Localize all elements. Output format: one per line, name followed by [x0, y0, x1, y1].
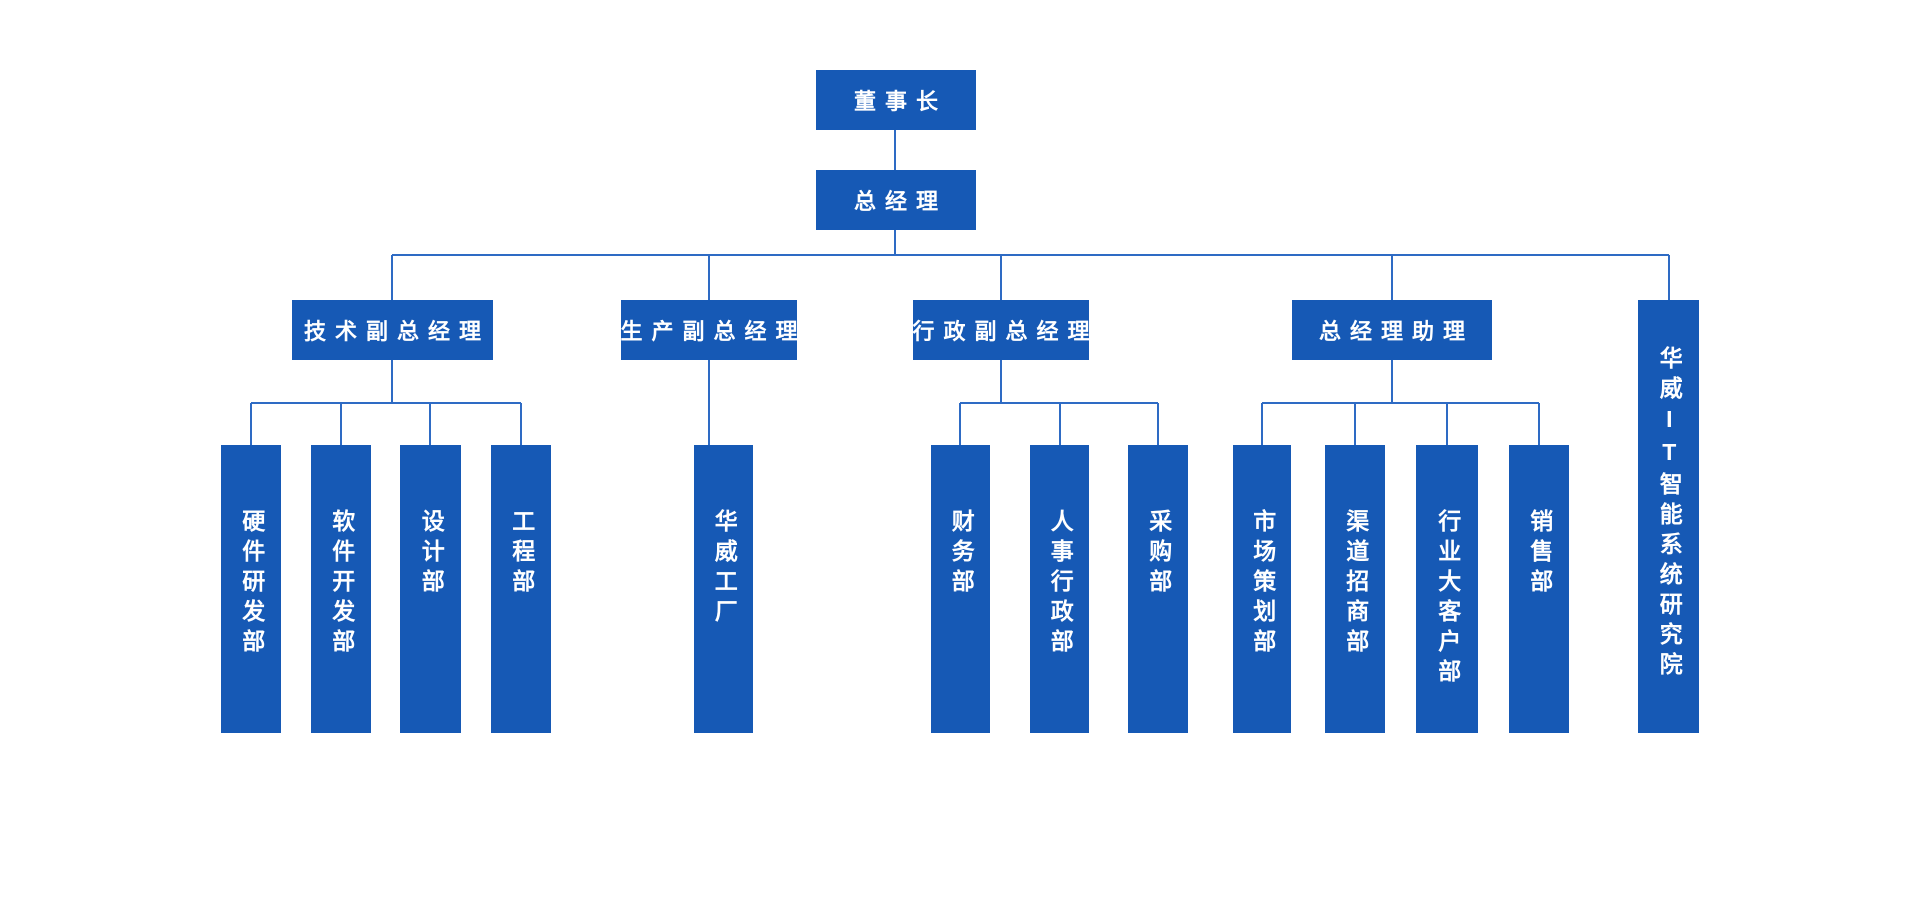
connector-line	[1538, 403, 1540, 445]
org-node-label: 软件开发部	[328, 509, 355, 659]
org-node-finance[interactable]: 财务部	[931, 445, 990, 733]
org-node-chairman[interactable]: 董事长	[816, 70, 976, 130]
org-node-label: 华威工厂	[711, 509, 738, 629]
connector-line	[960, 402, 1158, 404]
org-node-label: 市场策划部	[1249, 509, 1276, 659]
org-node-admin-vp[interactable]: 行政副总经理	[913, 300, 1090, 360]
org-node-label: 工程部	[508, 509, 535, 599]
org-node-engineering[interactable]: 工程部	[491, 445, 551, 733]
connector-line	[429, 403, 431, 445]
connector-line	[520, 403, 522, 445]
org-node-general-manager[interactable]: 总经理	[816, 170, 976, 230]
org-node-design[interactable]: 设计部	[400, 445, 461, 733]
org-node-label: 生产副总经理	[620, 319, 807, 344]
connector-line	[1354, 403, 1356, 445]
org-node-label: 行政副总经理	[912, 319, 1099, 344]
org-node-sales[interactable]: 销售部	[1509, 445, 1569, 733]
org-node-label: 财务部	[948, 509, 975, 599]
connector-line	[1391, 360, 1393, 403]
org-node-key-accounts[interactable]: 行业大客户部	[1416, 445, 1478, 733]
connector-line	[1446, 403, 1448, 445]
org-node-label: 硬件研发部	[238, 509, 265, 659]
connector-line	[1000, 360, 1002, 403]
connector-line	[251, 402, 521, 404]
connector-line	[340, 403, 342, 445]
connector-line	[1262, 402, 1539, 404]
connector-line	[391, 255, 393, 300]
org-node-marketing-planning[interactable]: 市场策划部	[1233, 445, 1291, 733]
org-node-label: 行业大客户部	[1434, 509, 1461, 689]
org-node-label: 总经理	[853, 189, 947, 214]
connector-line	[1391, 255, 1393, 300]
org-node-label: 销售部	[1526, 509, 1553, 599]
org-node-label: 华威IT智能系统研究院	[1656, 346, 1683, 682]
connector-line	[1261, 403, 1263, 445]
connector-line	[1668, 255, 1670, 301]
org-node-production-vp[interactable]: 生产副总经理	[621, 300, 798, 360]
org-node-channel-investment[interactable]: 渠道招商部	[1325, 445, 1385, 733]
org-node-tech-vp[interactable]: 技术副总经理	[292, 300, 493, 360]
connector-line	[391, 360, 393, 403]
org-node-factory[interactable]: 华威工厂	[694, 445, 753, 733]
connector-line	[250, 403, 252, 445]
connector-line	[708, 255, 710, 300]
org-node-gm-assistant[interactable]: 总经理助理	[1292, 300, 1492, 360]
connector-line	[392, 254, 1669, 256]
connector-line	[708, 360, 710, 445]
connector-line	[894, 230, 896, 255]
org-node-label: 人事行政部	[1047, 509, 1074, 659]
org-node-label: 采购部	[1145, 509, 1172, 599]
connector-line	[1157, 403, 1159, 445]
org-node-software-dev[interactable]: 软件开发部	[311, 445, 371, 733]
org-node-label: 技术副总经理	[303, 319, 490, 344]
org-node-research-institute[interactable]: 华威IT智能系统研究院	[1638, 300, 1699, 733]
connector-line	[959, 403, 961, 445]
org-node-label: 董事长	[853, 89, 947, 114]
org-node-procurement[interactable]: 采购部	[1128, 445, 1188, 733]
org-node-label: 总经理助理	[1318, 319, 1474, 344]
org-node-label: 设计部	[418, 509, 445, 599]
org-node-hr-admin[interactable]: 人事行政部	[1030, 445, 1089, 733]
org-node-label: 渠道招商部	[1342, 509, 1369, 659]
org-node-hardware-rd[interactable]: 硬件研发部	[221, 445, 281, 733]
connector-line	[894, 130, 896, 170]
connector-line	[1059, 403, 1061, 445]
connector-line	[1000, 255, 1002, 300]
